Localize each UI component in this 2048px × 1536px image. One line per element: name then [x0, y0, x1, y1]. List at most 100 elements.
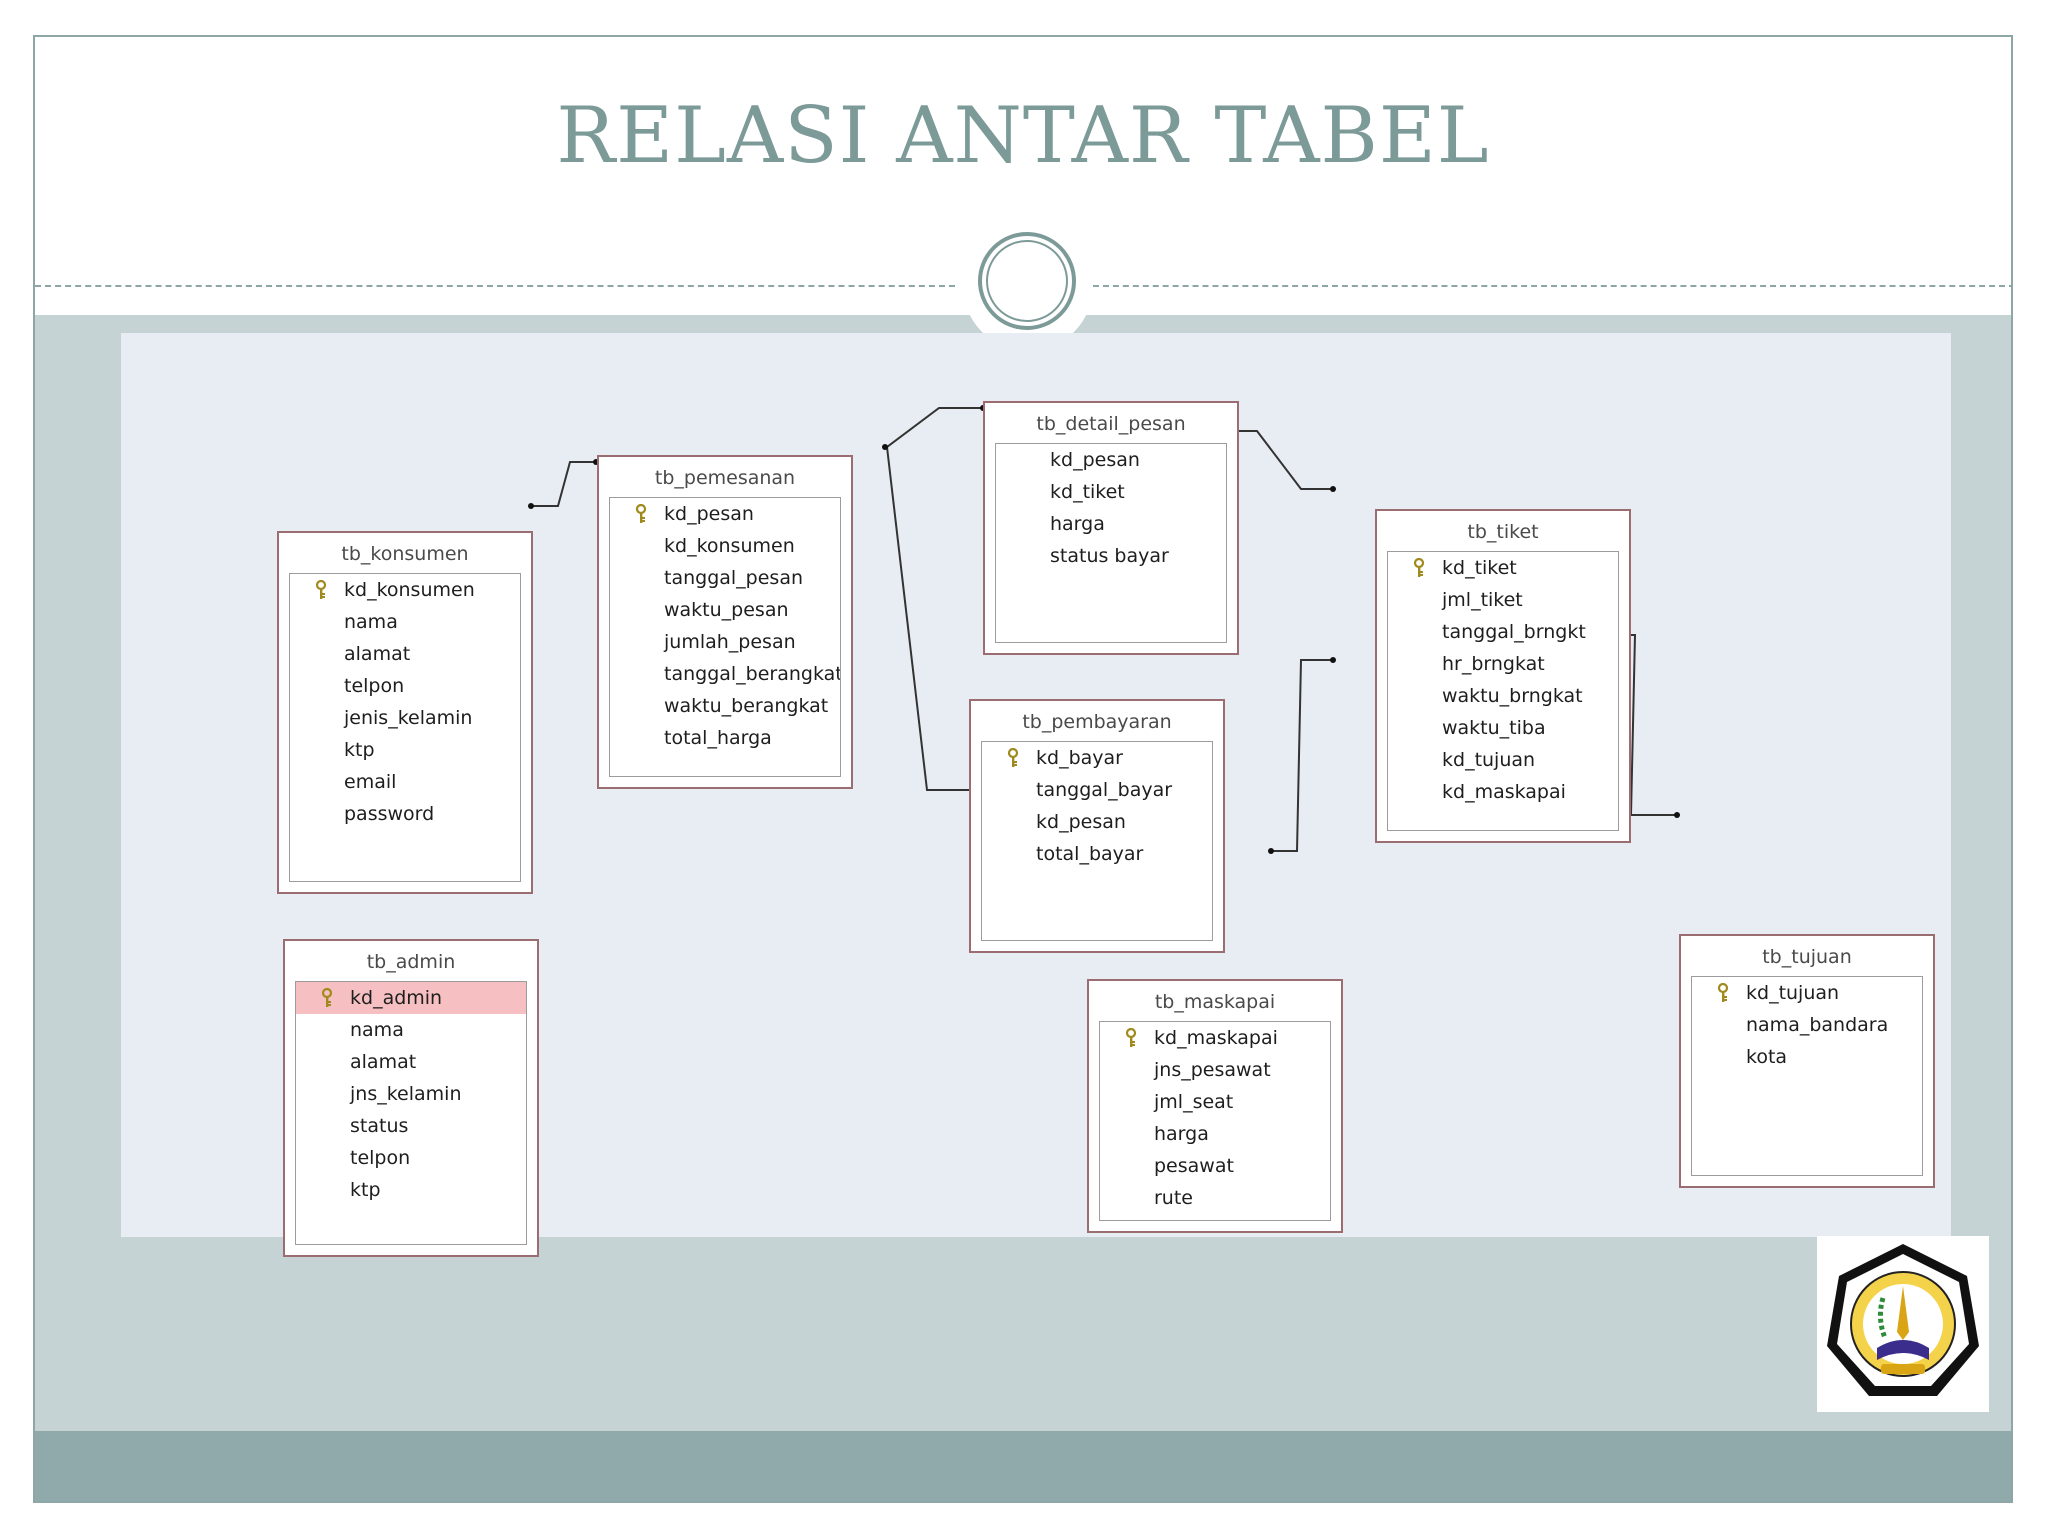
field-name: jml_tiket [1442, 589, 1523, 611]
key-icon [1717, 983, 1729, 1002]
divider-right [1093, 285, 2011, 287]
slide: RELASI ANTAR TABEL [33, 35, 2013, 1503]
field-name: status [350, 1115, 409, 1137]
field-name: waktu_brngkat [1442, 685, 1583, 707]
field-row[interactable]: waktu_tiba [1388, 712, 1618, 744]
field-name: kd_tujuan [1442, 749, 1536, 771]
field-name: harga [1050, 513, 1105, 535]
field-row[interactable]: telpon [290, 670, 520, 702]
field-name: waktu_pesan [664, 599, 789, 621]
table-tb-admin[interactable]: tb_admin kd_admin nama alamat jns_kelami… [283, 939, 539, 1257]
table-title: tb_pembayaran [1022, 711, 1172, 733]
field-name: password [344, 803, 435, 825]
field-name: kota [1746, 1046, 1788, 1068]
field-row[interactable]: tanggal_brngkt [1388, 616, 1618, 648]
field-name: kd_tiket [1050, 481, 1125, 503]
field-row[interactable]: telpon [296, 1142, 526, 1174]
relation-pemesanan-detail [885, 407, 983, 448]
field-row[interactable]: nama_bandara [1692, 1009, 1922, 1041]
table-title: tb_admin [366, 951, 456, 973]
field-row-selected[interactable]: kd_admin [296, 982, 526, 1014]
table-tb-tujuan[interactable]: tb_tujuan kd_tujuan nama_bandara kota [1679, 934, 1935, 1188]
field-row[interactable]: total_bayar [982, 838, 1212, 870]
table-tb-pemesanan[interactable]: tb_pemesanan kd_pesan kd_konsumen tangga… [597, 455, 853, 789]
field-row[interactable]: rute [1100, 1182, 1330, 1214]
field-name: ktp [344, 739, 375, 761]
field-name: kd_maskapai [1154, 1027, 1278, 1049]
field-row[interactable]: nama [290, 606, 520, 638]
field-name: rute [1154, 1187, 1193, 1209]
field-name: alamat [344, 643, 411, 665]
field-list: kd_pesan kd_tiket harga status bayar [995, 443, 1227, 643]
field-row[interactable]: kd_konsumen [610, 530, 840, 562]
field-row[interactable]: kd_pesan [996, 444, 1226, 476]
field-name: status bayar [1050, 545, 1169, 567]
field-row[interactable]: waktu_pesan [610, 594, 840, 626]
field-name: tanggal_brngkt [1442, 621, 1586, 643]
field-row[interactable]: waktu_brngkat [1388, 680, 1618, 712]
field-row[interactable]: harga [1100, 1118, 1330, 1150]
field-row[interactable]: status [296, 1110, 526, 1142]
field-row[interactable]: nama [296, 1014, 526, 1046]
relation-maskapai-tiket [1271, 659, 1333, 852]
field-row[interactable]: jumlah_pesan [610, 626, 840, 658]
table-tb-konsumen[interactable]: tb_konsumen kd_konsumen nama alamat telp… [277, 531, 533, 894]
field-row[interactable]: kd_konsumen [290, 574, 520, 606]
field-row[interactable]: tanggal_pesan [610, 562, 840, 594]
key-icon [635, 504, 647, 523]
field-name: nama [350, 1019, 404, 1041]
field-row[interactable]: harga [996, 508, 1226, 540]
field-name: kd_konsumen [344, 579, 475, 601]
field-name: jenis_kelamin [344, 707, 473, 729]
field-row[interactable]: kd_pesan [610, 498, 840, 530]
table-tb-tiket[interactable]: tb_tiket kd_tiket jml_tiket tanggal_brng… [1375, 509, 1631, 843]
relation-detail-tiket [1231, 430, 1333, 490]
field-row[interactable]: tanggal_berangkat [610, 658, 840, 690]
key-icon [321, 988, 333, 1007]
field-row[interactable]: tanggal_bayar [982, 774, 1212, 806]
field-row[interactable]: hr_brngkat [1388, 648, 1618, 680]
table-tb-pembayaran[interactable]: tb_pembayaran kd_bayar tanggal_bayar kd_… [969, 699, 1225, 953]
field-row[interactable]: kd_bayar [982, 742, 1212, 774]
field-name: kd_bayar [1036, 747, 1123, 769]
field-row[interactable]: alamat [290, 638, 520, 670]
field-row[interactable]: jns_pesawat [1100, 1054, 1330, 1086]
key-icon [315, 580, 327, 599]
field-name: tanggal_berangkat [664, 663, 840, 685]
field-row[interactable]: pesawat [1100, 1150, 1330, 1182]
field-list: kd_bayar tanggal_bayar kd_pesan total_ba… [981, 741, 1213, 941]
field-row[interactable]: jenis_kelamin [290, 702, 520, 734]
field-row[interactable]: email [290, 766, 520, 798]
field-row[interactable]: ktp [290, 734, 520, 766]
field-row[interactable]: kd_pesan [982, 806, 1212, 838]
field-name: kd_tujuan [1746, 982, 1840, 1004]
field-row[interactable]: jml_seat [1100, 1086, 1330, 1118]
field-name: kd_tiket [1442, 557, 1517, 579]
field-row[interactable]: kd_tiket [1388, 552, 1618, 584]
table-tb-detail-pesan[interactable]: tb_detail_pesan kd_pesan kd_tiket harga … [983, 401, 1239, 655]
field-name: email [344, 771, 397, 793]
field-row[interactable]: status bayar [996, 540, 1226, 572]
field-row[interactable]: kd_maskapai [1388, 776, 1618, 808]
table-tb-maskapai[interactable]: tb_maskapai kd_maskapai jns_pesawat jml_… [1087, 979, 1343, 1233]
field-row[interactable]: kd_maskapai [1100, 1022, 1330, 1054]
field-row[interactable]: password [290, 798, 520, 830]
table-title: tb_konsumen [341, 543, 469, 565]
field-name: kd_admin [350, 987, 443, 1009]
field-name: telpon [350, 1147, 411, 1169]
field-row[interactable]: alamat [296, 1046, 526, 1078]
field-name: jml_seat [1154, 1091, 1234, 1113]
field-row[interactable]: jml_tiket [1388, 584, 1618, 616]
field-list: kd_tujuan nama_bandara kota [1691, 976, 1923, 1176]
field-name: ktp [350, 1179, 381, 1201]
field-row[interactable]: kd_tiket [996, 476, 1226, 508]
field-row[interactable]: waktu_berangkat [610, 690, 840, 722]
field-row[interactable]: kota [1692, 1041, 1922, 1073]
field-name: tanggal_bayar [1036, 779, 1173, 801]
field-row[interactable]: jns_kelamin [296, 1078, 526, 1110]
divider-ring-icon [978, 232, 1076, 330]
field-row[interactable]: kd_tujuan [1692, 977, 1922, 1009]
field-row[interactable]: total_harga [610, 722, 840, 754]
field-row[interactable]: ktp [296, 1174, 526, 1206]
field-row[interactable]: kd_tujuan [1388, 744, 1618, 776]
